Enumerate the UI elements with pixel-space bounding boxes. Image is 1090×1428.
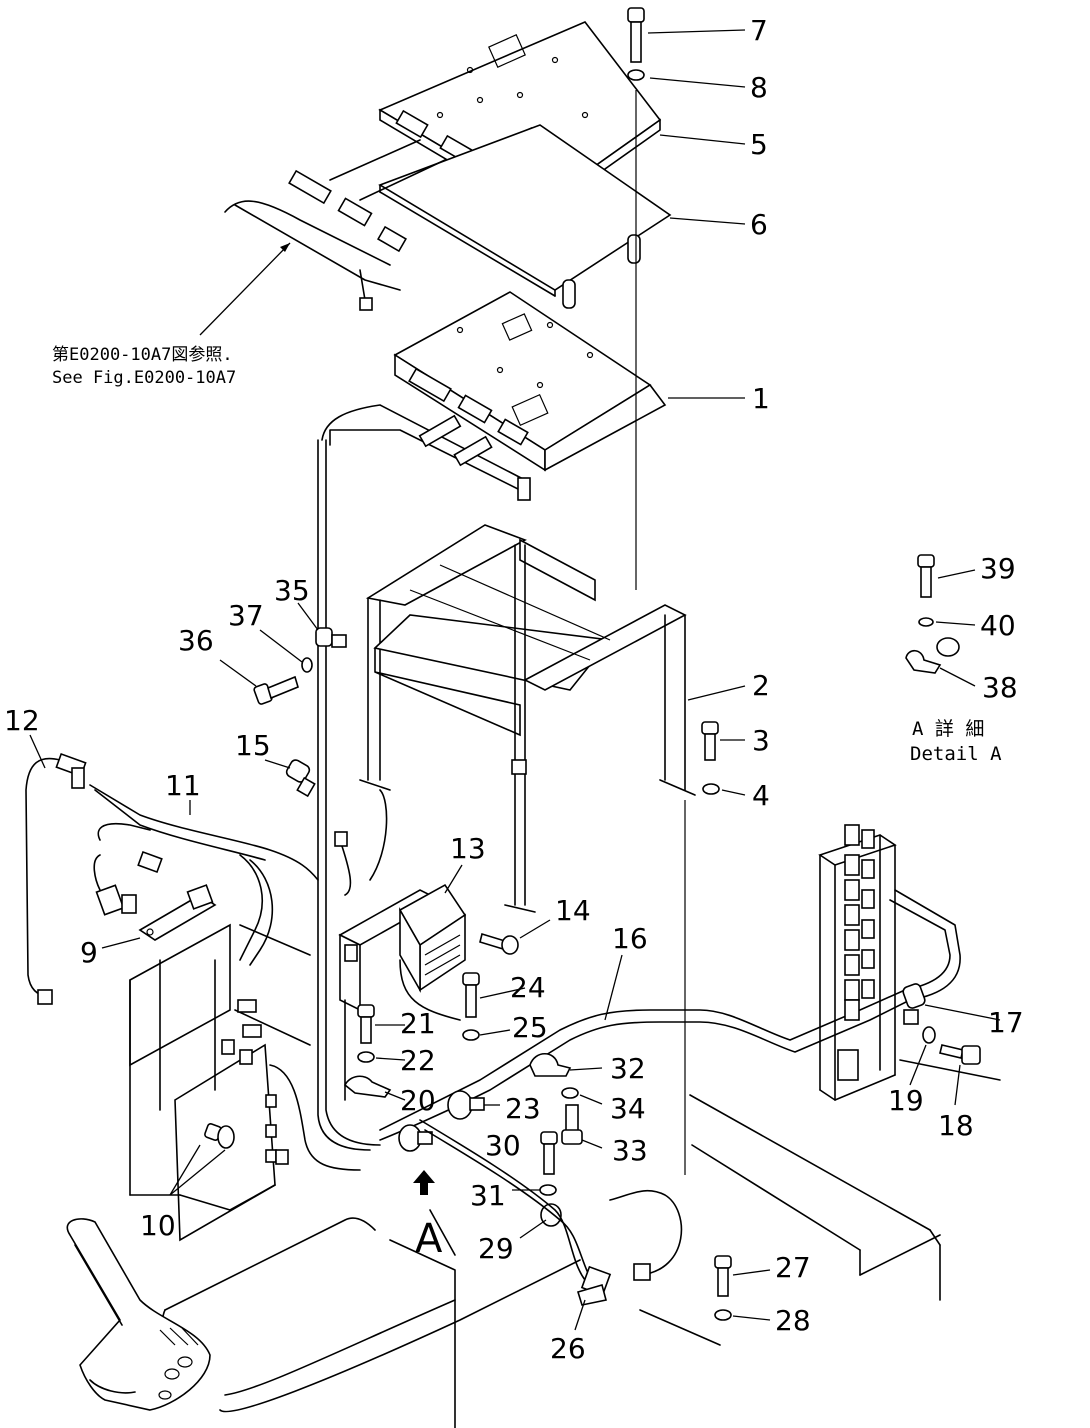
- left-panel: [129, 923, 361, 1242]
- bolt-30: [540, 1131, 558, 1175]
- reference-note-en: See Fig.E0200-10A7: [52, 368, 236, 388]
- part-number-25: 25: [512, 1011, 548, 1044]
- clamp-23: [447, 1090, 485, 1120]
- part-number-2: 2: [752, 669, 770, 702]
- part-number-7: 7: [750, 14, 768, 47]
- washer-34: [561, 1087, 579, 1099]
- bolt-21: [357, 1004, 375, 1044]
- part-number-33: 33: [612, 1134, 648, 1167]
- part-number-15: 15: [235, 729, 271, 762]
- support-frame: [359, 524, 696, 913]
- bracket-9: [138, 884, 217, 941]
- part-number-28: 28: [775, 1304, 811, 1337]
- alignment-line: [635, 90, 686, 1175]
- mounting-plate: [378, 124, 672, 309]
- part-number-39: 39: [980, 552, 1016, 585]
- operator-console: [160, 1209, 721, 1428]
- part-number-17: 17: [988, 1006, 1024, 1039]
- harness-vertical: [317, 439, 381, 1151]
- leader-lines: [29, 29, 1001, 1331]
- detail-a-parts: [905, 554, 960, 674]
- bolt-14: [479, 932, 519, 955]
- part-number-36: 36: [178, 624, 214, 657]
- part-number-14: 14: [555, 894, 591, 927]
- part-number-12: 12: [4, 704, 40, 737]
- bolt-27: [714, 1255, 732, 1297]
- clamp-35: [315, 627, 347, 648]
- bolt-7: [627, 7, 645, 63]
- connector-bank: [818, 824, 897, 1101]
- part-number-8: 8: [750, 71, 768, 104]
- bolt-18: [939, 1044, 981, 1065]
- washer-22: [357, 1051, 375, 1063]
- part-number-22: 22: [400, 1044, 436, 1077]
- part-number-20: 20: [400, 1084, 436, 1117]
- part-number-27: 27: [775, 1251, 811, 1284]
- part-number-10: 10: [140, 1209, 176, 1242]
- detail-label-en: Detail A: [910, 743, 1002, 765]
- bolt-24: [462, 972, 480, 1018]
- part-number-34: 34: [610, 1092, 646, 1125]
- part-number-26: 26: [550, 1332, 586, 1365]
- part-number-11: 11: [165, 769, 201, 802]
- view-arrow-a: [413, 1170, 435, 1195]
- part-number-24: 24: [510, 971, 546, 1004]
- harness-left: [25, 752, 319, 1005]
- part-number-21: 21: [400, 1007, 436, 1040]
- part-number-35: 35: [274, 574, 310, 607]
- control-lever: [66, 1218, 211, 1411]
- washer-8: [627, 69, 645, 81]
- part-number-16: 16: [612, 922, 648, 955]
- washer-19: [922, 1026, 936, 1044]
- part-number-30: 30: [485, 1129, 521, 1162]
- part-number-19: 19: [888, 1084, 924, 1117]
- washer-4: [702, 783, 720, 795]
- bolt-3: [701, 721, 719, 761]
- clamp-a: [398, 1124, 433, 1152]
- clip-20: [343, 1075, 392, 1098]
- part-number-38: 38: [982, 671, 1018, 704]
- part-number-40: 40: [980, 609, 1016, 642]
- clamp-15: [285, 759, 316, 798]
- part-number-29: 29: [478, 1232, 514, 1265]
- clamp-32: [529, 1052, 572, 1077]
- part-number-1: 1: [752, 382, 770, 415]
- part-number-4: 4: [752, 779, 770, 812]
- bolt-33: [561, 1104, 583, 1145]
- washer-37: [301, 657, 313, 673]
- part-number-37: 37: [228, 599, 264, 632]
- part-number-6: 6: [750, 208, 768, 241]
- view-arrow-label: A: [415, 1216, 443, 1262]
- part-number-31: 31: [470, 1179, 506, 1212]
- part-number-18: 18: [938, 1109, 974, 1142]
- part-number-23: 23: [505, 1092, 541, 1125]
- part-number-9: 9: [80, 936, 98, 969]
- washer-31: [539, 1184, 557, 1196]
- relay-13: [334, 789, 467, 1101]
- clamp-17: [902, 983, 926, 1025]
- washer-25: [462, 1029, 480, 1041]
- controller-main: [321, 291, 667, 501]
- part-number-13: 13: [450, 832, 486, 865]
- harness-upper: [224, 139, 446, 311]
- reference-note-jp: 第E0200-10A7図参照.: [52, 345, 233, 365]
- washer-28: [714, 1309, 732, 1321]
- part-number-3: 3: [752, 724, 770, 757]
- part-number-5: 5: [750, 128, 768, 161]
- part-number-32: 32: [610, 1052, 646, 1085]
- cab-floor: [689, 1059, 1001, 1301]
- detail-label-jp: A 詳 細: [912, 718, 984, 740]
- bolt-36: [253, 675, 299, 705]
- part-number-labels: 7 8 5 6 1 39 40 38 2 3 4 35 37 36 12 15 …: [4, 14, 1024, 1365]
